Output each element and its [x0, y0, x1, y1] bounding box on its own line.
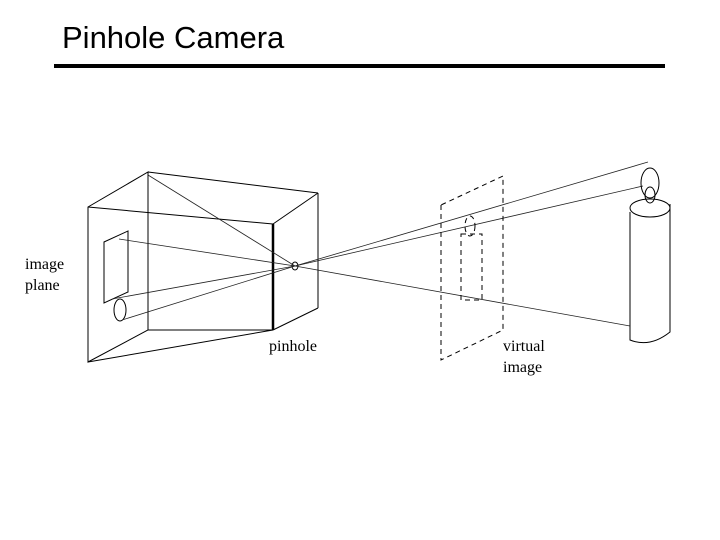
- inverted-image: [103, 230, 129, 304]
- projection-rays: [111, 161, 649, 327]
- image-plane-label-line2: plane: [25, 277, 60, 294]
- image-plane-face: [87, 171, 149, 363]
- pinhole-label: pinhole: [269, 338, 317, 355]
- title-underline: [54, 64, 665, 68]
- image-plane-label-line1: image: [25, 256, 64, 273]
- pinhole: [291, 261, 299, 271]
- candle-flame: [640, 167, 660, 199]
- candle-object: [629, 167, 671, 344]
- virtual-image-label-line1: virtual: [503, 338, 545, 355]
- virtual-image-label-line2: image: [503, 359, 542, 376]
- camera-box: [87, 171, 319, 363]
- slide-title: Pinhole Camera: [62, 20, 285, 55]
- inverted-candle-flame: [113, 298, 127, 322]
- virtual-image-plane: [440, 175, 504, 361]
